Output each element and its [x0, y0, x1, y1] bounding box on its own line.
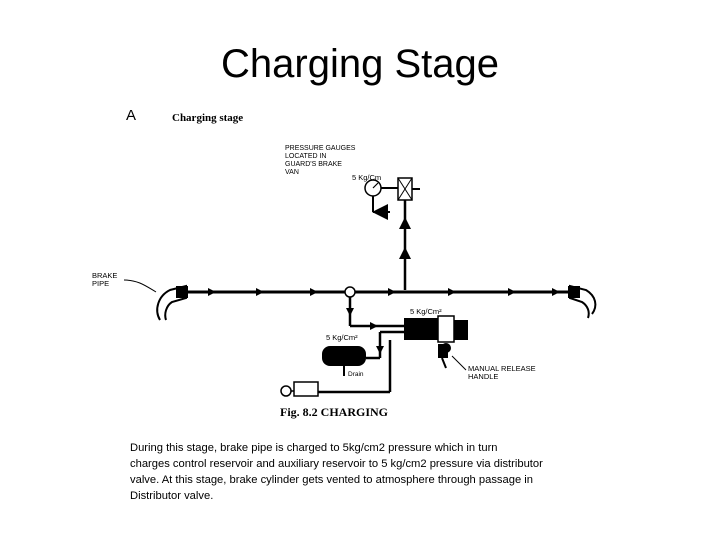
gauge-note-line-1: PRESSURE GAUGES: [285, 145, 356, 152]
gauge-pressure-label: 5 Kg/Cm: [352, 173, 381, 182]
brake-pipe-label-line-2: PIPE: [92, 279, 109, 288]
brake-pipe-label-line-1: BRAKE: [92, 271, 117, 280]
cylinder-piston-icon: [280, 385, 292, 397]
gauge-note: PRESSURE GAUGES LOCATED IN GUARD'S BRAKE…: [285, 145, 356, 176]
brake-cylinder-icon: [293, 381, 319, 397]
description-line-3: valve. At this stage, brake cylinder get…: [130, 474, 533, 486]
section-letter: A: [126, 107, 136, 124]
description-line-1: During this stage, brake pipe is charged…: [130, 442, 498, 454]
distributor-valve-icon: [404, 315, 468, 369]
description-line-2: charges control reservoir and auxiliary …: [130, 458, 543, 470]
slide-title: Charging Stage: [221, 42, 499, 86]
manual-release-label-line-2: HANDLE: [468, 372, 498, 381]
auxiliary-reservoir-icon: [322, 346, 366, 366]
description-line-4: Distributor valve.: [130, 490, 214, 502]
manual-release-label-line-1: MANUAL RELEASE: [468, 364, 536, 373]
section-heading: Charging stage: [172, 112, 243, 124]
brake-pipe-label: BRAKE PIPE: [92, 271, 117, 288]
figure-caption: Fig. 8.2 CHARGING: [280, 405, 388, 419]
gauge-note-line-4: VAN: [285, 169, 299, 176]
charging-diagram: A Charging stage PRESSURE GAUGES LOCATED…: [92, 107, 597, 419]
gauge-note-line-2: LOCATED IN: [285, 153, 327, 160]
reservoir-pressure-label: 5 Kg/Cm²: [326, 333, 358, 342]
junction-icon: [344, 286, 356, 298]
gauge-note-line-3: GUARD'S BRAKE: [285, 161, 342, 168]
distributor-pressure-label: 5 Kg/Cm²: [410, 307, 442, 316]
description-paragraph: During this stage, brake pipe is charged…: [130, 440, 605, 504]
drain-label: Drain: [348, 371, 364, 378]
manual-release-label: MANUAL RELEASE HANDLE: [468, 364, 536, 381]
